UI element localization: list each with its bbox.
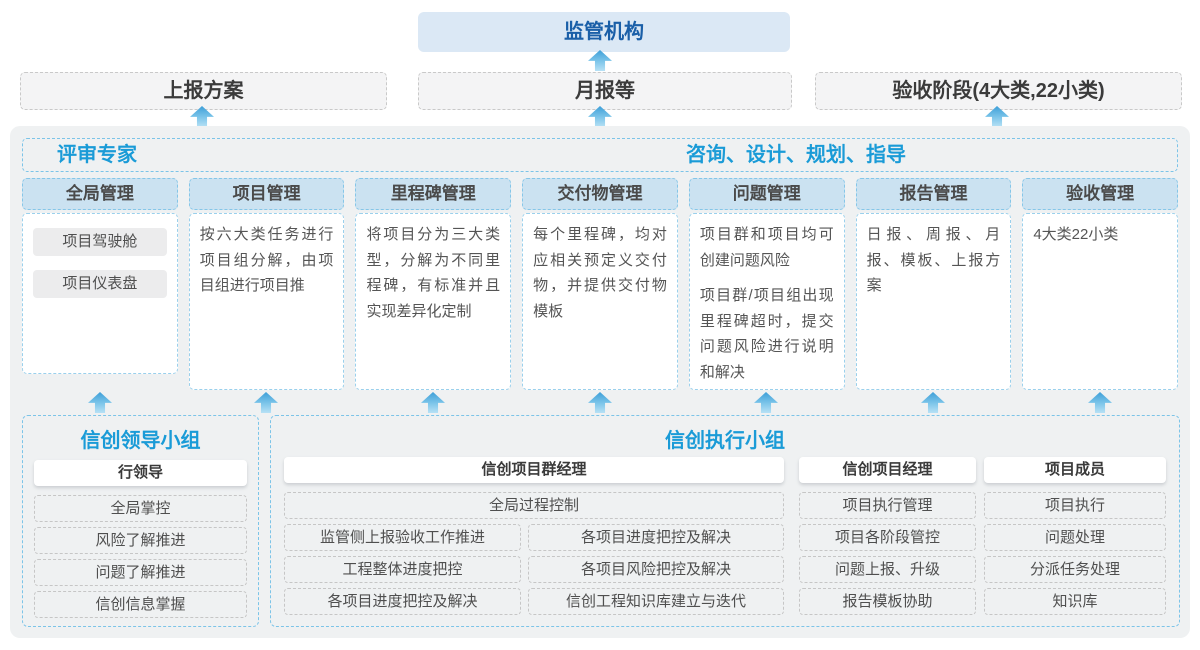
list-item: 项目执行 xyxy=(984,492,1166,519)
list-item: 各项目进度把控及解决 xyxy=(284,588,521,615)
program-manager-items: 监管侧上报验收工作推进 各项目进度把控及解决 工程整体进度把控 各项目风险把控及… xyxy=(284,524,784,615)
leadership-items: 全局掌控 风险了解推进 问题了解推进 信创信息掌握 xyxy=(34,495,247,618)
consulting-design-label: 咨询、设计、规划、指导 xyxy=(686,144,906,166)
project-manager-role: 信创项目经理 xyxy=(799,457,976,483)
column-header: 里程碑管理 xyxy=(355,178,512,210)
column-header: 报告管理 xyxy=(855,178,1012,210)
monthly-report-box: 月报等 xyxy=(418,72,792,110)
column-header: 项目管理 xyxy=(188,178,345,210)
column-body: 4大类22小类 xyxy=(1022,213,1179,390)
column-body: 按六大类任务进行项目组分解，由项目组进行项目推 xyxy=(188,213,345,390)
list-item: 全局掌控 xyxy=(34,495,247,522)
list-item: 项目各阶段管控 xyxy=(799,524,976,551)
column-issue-mgmt: 问题管理 项目群和项目均可创建问题风险 项目群/项目组出现里程碑超时，提交问题风… xyxy=(688,178,845,390)
report-plan-box: 上报方案 xyxy=(20,72,387,110)
project-member-column: 项目成员 项目执行 问题处理 分派任务处理 知识库 xyxy=(984,457,1166,615)
column-header: 问题管理 xyxy=(688,178,845,210)
column-body: 每个里程碑，均对应相关预定义交付物，并提供交付物模板 xyxy=(522,213,678,390)
review-experts-label: 评审专家 xyxy=(57,144,137,166)
list-item: 问题处理 xyxy=(984,524,1166,551)
regulator-box: 监管机构 xyxy=(418,12,790,52)
project-member-role: 项目成员 xyxy=(984,457,1166,483)
project-manager-column: 信创项目经理 项目执行管理 项目各阶段管控 问题上报、升级 报告模板协助 xyxy=(799,457,976,615)
leadership-group-box: 信创领导小组 行领导 全局掌控 风险了解推进 问题了解推进 信创信息掌握 xyxy=(22,415,259,627)
list-item: 信创信息掌握 xyxy=(34,591,247,618)
list-item: 分派任务处理 xyxy=(984,556,1166,583)
execution-group-title: 信创执行小组 xyxy=(665,430,785,452)
up-arrow-icon xyxy=(588,50,612,71)
column-project-mgmt: 项目管理 按六大类任务进行项目组分解，由项目组进行项目推 xyxy=(188,178,345,390)
issue-paragraph: 项目群/项目组出现里程碑超时，提交问题风险进行说明和解决 xyxy=(699,287,834,381)
column-header: 验收管理 xyxy=(1022,178,1179,210)
main-panel: 评审专家 咨询、设计、规划、指导 全局管理 项目驾驶舱 项目仪表盘 项目管理 按… xyxy=(10,126,1190,638)
list-item: 报告模板协助 xyxy=(799,588,976,615)
list-item: 全局过程控制 xyxy=(284,492,784,519)
management-columns: 全局管理 项目驾驶舱 项目仪表盘 项目管理 按六大类任务进行项目组分解，由项目组… xyxy=(22,178,1179,390)
column-body: 项目驾驶舱 项目仪表盘 xyxy=(22,213,178,374)
column-milestone-mgmt: 里程碑管理 将项目分为三大类型，分解为不同里程碑，有标准并且实现差异化定制 xyxy=(355,178,512,390)
program-manager-role: 信创项目群经理 xyxy=(284,457,784,483)
column-header: 全局管理 xyxy=(22,178,178,210)
list-item: 监管侧上报验收工作推进 xyxy=(284,524,521,551)
list-item: 各项目进度把控及解决 xyxy=(528,524,784,551)
column-deliverable-mgmt: 交付物管理 每个里程碑，均对应相关预定义交付物，并提供交付物模板 xyxy=(522,178,678,390)
leadership-group-title: 信创领导小组 xyxy=(80,430,201,452)
list-item: 信创工程知识库建立与迭代 xyxy=(528,588,784,615)
list-item: 问题上报、升级 xyxy=(799,556,976,583)
bank-leader-role: 行领导 xyxy=(34,460,247,486)
column-body: 将项目分为三大类型，分解为不同里程碑，有标准并且实现差异化定制 xyxy=(355,213,512,390)
column-header: 交付物管理 xyxy=(522,178,678,210)
list-item: 风险了解推进 xyxy=(34,527,247,554)
list-item: 项目执行管理 xyxy=(799,492,976,519)
column-acceptance-mgmt: 验收管理 4大类22小类 xyxy=(1022,178,1179,390)
issue-paragraph: 项目群和项目均可创建问题风险 xyxy=(699,226,834,269)
column-report-mgmt: 报告管理 日报、周报、月报、模板、上报方案 xyxy=(855,178,1012,390)
program-manager-column: 信创项目群经理 全局过程控制 监管侧上报验收工作推进 各项目进度把控及解决 工程… xyxy=(284,457,784,615)
project-dashboard-chip: 项目仪表盘 xyxy=(33,270,167,298)
list-item: 知识库 xyxy=(984,588,1166,615)
list-item: 各项目风险把控及解决 xyxy=(528,556,784,583)
execution-group-box: 信创执行小组 信创项目群经理 全局过程控制 监管侧上报验收工作推进 各项目进度把… xyxy=(270,415,1180,627)
column-global-mgmt: 全局管理 项目驾驶舱 项目仪表盘 xyxy=(22,178,178,390)
column-body: 日报、周报、月报、模板、上报方案 xyxy=(855,213,1012,390)
list-item: 工程整体进度把控 xyxy=(284,556,521,583)
project-cockpit-chip: 项目驾驶舱 xyxy=(33,228,167,256)
list-item: 问题了解推进 xyxy=(34,559,247,586)
column-body: 项目群和项目均可创建问题风险 项目群/项目组出现里程碑超时，提交问题风险进行说明… xyxy=(688,213,845,390)
acceptance-phase-box: 验收阶段(4大类,22小类) xyxy=(815,72,1182,110)
experts-band: 评审专家 咨询、设计、规划、指导 xyxy=(22,138,1178,172)
